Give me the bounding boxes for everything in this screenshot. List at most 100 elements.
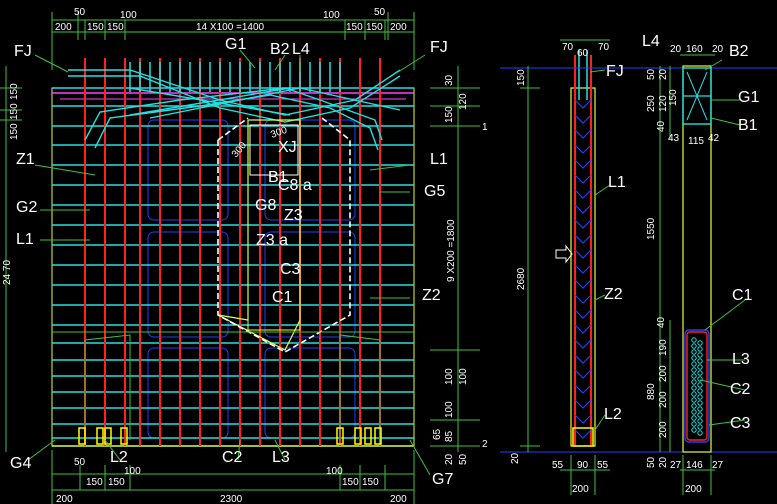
label-z3: Z3 bbox=[284, 207, 303, 224]
label-c2-cross: C2 bbox=[730, 381, 751, 398]
dim-sec-42: 42 bbox=[708, 133, 720, 144]
dim-sec-20b: 20 bbox=[712, 44, 724, 55]
dim-side-55a: 55 bbox=[552, 460, 564, 471]
base-marker bbox=[336, 427, 344, 445]
label-b1-main: B1 bbox=[268, 169, 288, 186]
label-g4: G4 bbox=[10, 455, 31, 472]
dim-top-100-left: 100 bbox=[120, 10, 137, 21]
cross-bar-dot bbox=[691, 397, 697, 403]
dim-sec-120: 120 bbox=[658, 95, 669, 112]
side-stirrup bbox=[574, 129, 592, 139]
dim-bot-2300: 2300 bbox=[220, 494, 243, 504]
cross-outline bbox=[682, 65, 712, 453]
cross-bar-dot bbox=[691, 373, 697, 379]
side-stirrup bbox=[574, 264, 592, 274]
right-dimension-strip bbox=[430, 66, 480, 452]
dim-side-55b: 55 bbox=[597, 460, 609, 471]
cross-section bbox=[682, 65, 712, 453]
dim-sec-200c: 200 bbox=[658, 421, 669, 438]
dim-sec-150: 150 bbox=[668, 89, 679, 106]
label-l2-main: L2 bbox=[110, 449, 128, 466]
side-stirrup bbox=[574, 279, 592, 289]
horizontal-cyan-rebars bbox=[52, 87, 414, 439]
dim-sec-27b: 27 bbox=[712, 460, 724, 471]
cross-bar-dot bbox=[691, 403, 697, 409]
dim-bot-150a: 150 bbox=[86, 477, 103, 488]
dim-top-span: 14 X100 =1400 bbox=[196, 22, 265, 33]
green-leader-bars bbox=[52, 331, 414, 445]
label-fj-right: FJ bbox=[430, 39, 448, 56]
cross-bar-dot bbox=[691, 415, 697, 421]
dim-sec-160: 160 bbox=[686, 44, 703, 55]
label-b2-main: B2 bbox=[270, 41, 290, 58]
dim-right-span: 9 X200 =1800 bbox=[446, 219, 457, 282]
dim-sec-250: 250 bbox=[646, 95, 657, 112]
side-stirrup bbox=[574, 249, 592, 259]
dim-bot-150c: 150 bbox=[342, 477, 359, 488]
dim-sec-190: 190 bbox=[658, 339, 669, 356]
dim-sec-20d: 20 bbox=[658, 456, 669, 468]
dim-top-200-left: 200 bbox=[55, 22, 72, 33]
side-section bbox=[500, 50, 777, 453]
side-stirrup bbox=[574, 354, 592, 364]
dim-right-30: 30 bbox=[444, 74, 455, 86]
dim-top-150b: 150 bbox=[107, 22, 124, 33]
dim-right-2: 2 bbox=[482, 439, 488, 450]
top-crossing-diagonals bbox=[68, 69, 401, 151]
side-stirrup bbox=[574, 114, 592, 124]
left-dimension-strip bbox=[0, 66, 22, 452]
label-c3-main: C3 bbox=[280, 261, 301, 278]
dim-right-85: 85 bbox=[444, 430, 455, 442]
label-l4-cross: L4 bbox=[642, 33, 660, 50]
cross-bar-dot bbox=[697, 412, 703, 418]
cross-bar-dot bbox=[697, 376, 703, 382]
label-leaders bbox=[27, 49, 431, 476]
dim-side-20: 20 bbox=[510, 452, 521, 464]
dim-side-200: 200 bbox=[572, 484, 589, 495]
dim-right-1: 1 bbox=[482, 122, 488, 133]
dim-sec-43: 43 bbox=[668, 133, 680, 144]
label-c3-cross: C3 bbox=[730, 415, 751, 432]
dim-bot-150d: 150 bbox=[362, 477, 379, 488]
cross-bar-dot bbox=[697, 430, 703, 436]
dim-left-150b: 150 bbox=[9, 103, 20, 120]
dim-sec-20a: 20 bbox=[670, 44, 682, 55]
dim-right-120: 120 bbox=[458, 93, 469, 110]
opening-inner-frame bbox=[247, 119, 301, 331]
dim-top-50-right: 50 bbox=[374, 7, 386, 18]
dim-right-20: 20 bbox=[444, 453, 455, 465]
dim-sec-200b: 200 bbox=[658, 391, 669, 408]
cross-bar-dot bbox=[697, 370, 703, 376]
base-marker bbox=[374, 427, 382, 445]
dim-left-150c: 150 bbox=[9, 123, 20, 140]
cross-bar-dot bbox=[697, 382, 703, 388]
side-stirrup bbox=[574, 234, 592, 244]
label-b1-cross: B1 bbox=[738, 117, 758, 134]
label-g1-main: G1 bbox=[225, 36, 246, 53]
label-c1-cross: C1 bbox=[732, 287, 753, 304]
side-stirrup bbox=[574, 339, 592, 349]
top-dimension-strip bbox=[51, 12, 415, 70]
side-stirrup bbox=[574, 174, 592, 184]
label-c2-main: C2 bbox=[222, 449, 243, 466]
xj-box bbox=[249, 124, 299, 176]
dim-right-100c: 100 bbox=[444, 401, 455, 418]
dim-sec-200a: 200 bbox=[658, 365, 669, 382]
label-z2-side: Z2 bbox=[604, 286, 623, 303]
cross-bar-dot bbox=[691, 361, 697, 367]
label-z1: Z1 bbox=[16, 151, 35, 168]
side-base-marker bbox=[572, 427, 594, 447]
dim-bot-100a: 100 bbox=[124, 466, 141, 477]
dim-sec-50b: 50 bbox=[646, 456, 657, 468]
dim-sec-40a: 40 bbox=[656, 120, 667, 132]
side-stirrup bbox=[574, 384, 592, 394]
side-stirrup bbox=[574, 144, 592, 154]
label-g8: G8 bbox=[255, 197, 276, 214]
base-marker bbox=[364, 427, 372, 445]
cross-bar-dot bbox=[691, 367, 697, 373]
side-stirrup bbox=[574, 414, 592, 424]
side-stirrup bbox=[574, 159, 592, 169]
cross-dims bbox=[659, 54, 746, 495]
dim-bot-200: 200 bbox=[56, 494, 73, 504]
